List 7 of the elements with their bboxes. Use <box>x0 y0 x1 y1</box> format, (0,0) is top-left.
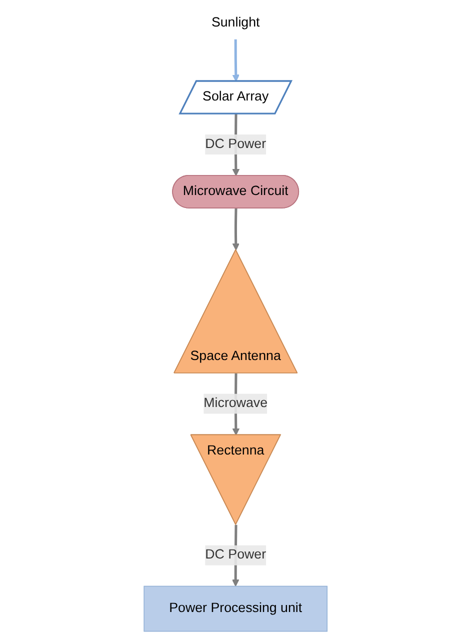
node-box: Power Processing unit <box>144 586 328 632</box>
arrow <box>232 39 240 82</box>
edge-label: Microwave <box>204 396 268 410</box>
edge-label: DC Power <box>205 548 266 562</box>
node-text: Sunlight <box>211 15 260 30</box>
arrow <box>232 208 240 250</box>
edge-label: DC Power <box>205 136 266 152</box>
